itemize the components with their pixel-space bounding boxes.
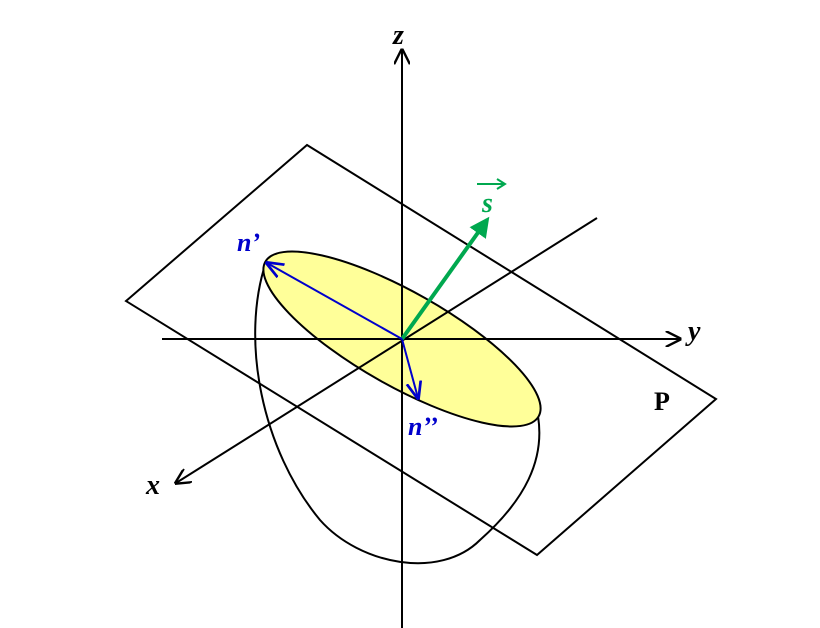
s-vector-label: s — [481, 188, 493, 219]
s-vector-overarrow-head — [496, 178, 507, 190]
n-double-prime-label: n’’ — [408, 412, 438, 441]
n-double-prime-vector — [401, 338, 418, 398]
s-vector — [400, 216, 490, 341]
y-axis-label: y — [685, 316, 701, 347]
z-axis-label: z — [392, 20, 404, 51]
x-axis-label: x — [145, 470, 160, 501]
n-prime-label: n’ — [237, 228, 260, 257]
plane-label: P — [654, 387, 670, 416]
n-prime-vector — [267, 263, 403, 340]
x-axis — [176, 217, 598, 483]
ellipsoid-lower-half — [254, 261, 541, 565]
plane-p — [124, 143, 718, 557]
